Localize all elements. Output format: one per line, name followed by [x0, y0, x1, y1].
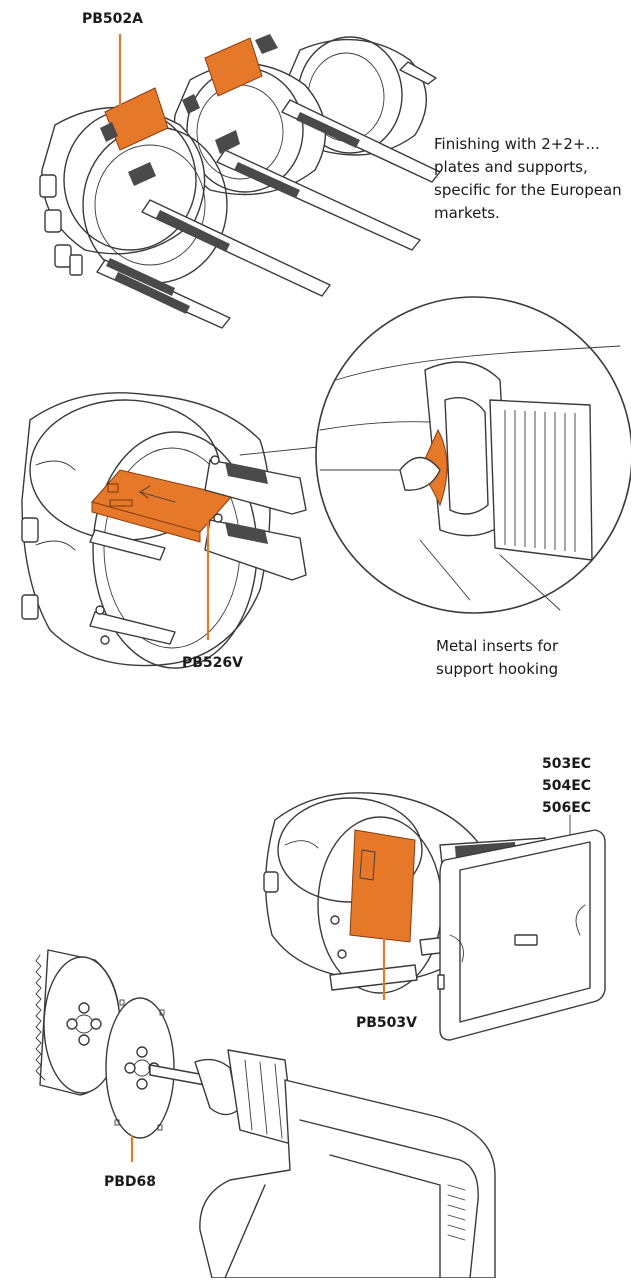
finishing-note: Finishing with 2+2+... plates and suppor… [434, 135, 622, 222]
finishing-note-line-4: markets. [434, 204, 500, 222]
label-pb526v: PB526V [182, 655, 243, 671]
double-box-assembly [21, 392, 319, 669]
finishing-note-line-1: Finishing with 2+2+... [434, 135, 600, 153]
drill [149, 1049, 496, 1279]
label-pb502a: PB502A [82, 11, 143, 27]
label-pbd68: PBD68 [104, 1174, 156, 1190]
inserts-note: Metal inserts for support hooking [436, 637, 559, 678]
box-with-plate-assembly [263, 792, 606, 1041]
finishing-note-line-2: plates and supports, [434, 158, 588, 176]
label-503ec: 503EC [542, 756, 591, 772]
metal-insert-zoom [315, 296, 631, 614]
label-pb503v: PB503V [356, 1015, 417, 1031]
inserts-note-line-1: Metal inserts for [436, 637, 559, 655]
hole-saw [35, 949, 121, 1096]
finishing-note-line-3: specific for the European [434, 181, 622, 199]
inserts-note-line-2: support hooking [436, 660, 558, 678]
label-506ec: 506EC [542, 800, 591, 816]
triple-box-assembly [39, 34, 441, 329]
label-504ec: 504EC [542, 778, 591, 794]
